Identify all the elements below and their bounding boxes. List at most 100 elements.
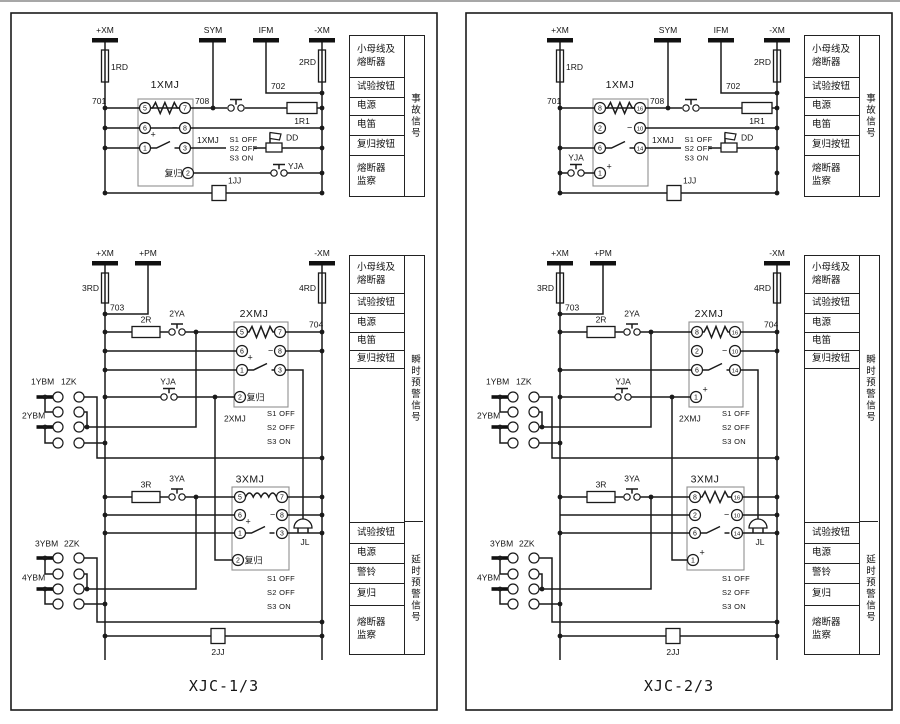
switch-s3: S3 ON [267,437,291,446]
junction-dots [42,90,325,639]
bar-label-4ybm: 4YBM [22,573,45,583]
terminal: 5 [238,495,242,502]
terminal: 8 [183,126,187,133]
bus-label-ifm: IFM [259,25,274,35]
legend-cell-test: 试验按钮 [350,294,404,314]
legend-text: 熔断器 [357,617,386,629]
fuse-label-4rd: 4RD [299,283,316,293]
legend-cell-power: 电源 [805,314,859,333]
legend-text: 熔断器 [812,617,841,629]
terminal: 6 [240,349,244,356]
relay-box-1xmj [592,98,649,187]
bus-label-plus-xm-2: +XM [96,248,114,258]
button-label-3ya: 3YA [624,474,640,484]
legend-cell-power: 电源 [350,98,404,116]
legend-text: 小母线及 [812,262,851,274]
resistor-label-1r1: 1R1 [749,116,765,126]
button-label-yja-2: YJA [160,377,176,387]
legend-cell-fusemon: 熔断器监察 [805,606,859,653]
legend-text: 熔断器 [357,163,386,175]
legend-strip-accident: 事故信号 [864,93,875,139]
relay-box-1xmj [137,98,194,187]
bus-label-sym: SYM [204,25,222,35]
terminal: 10 [734,513,740,519]
legend-cell-reset: 复归按钮 [350,351,404,369]
terminal: 1 [694,395,698,402]
switch-s1: S1 OFF [267,574,295,583]
terminal: 14 [637,146,644,152]
bus-bar-minus-xm [309,38,335,43]
resistor-label-2r: 2R [141,315,152,325]
legend-cell-empty [805,369,859,523]
switch-s3: S3 ON [722,602,746,611]
relay-box-3xmj [686,486,745,571]
bar-label-1ybm: 1YBM [31,377,54,387]
panel-border [10,12,438,711]
relay-title-1xmj: 1XMJ [606,79,635,91]
legend-text: 小母线及 [812,44,851,56]
terminal: 2 [238,395,242,402]
polarity-plus: + [246,517,251,527]
switch-s2: S2 OFF [685,144,713,153]
wire-702: 702 [726,81,740,91]
relay-sub-1xmj: 1XMJ [197,135,219,145]
bus-label-sym: SYM [659,25,677,35]
legend-cell-busfuse: 小母线及熔断器 [805,256,859,294]
legend-text: 复归 [812,588,832,600]
button-label-2ya: 2YA [169,309,185,319]
wire-702: 702 [271,81,285,91]
fuse-label-2rd: 2RD [754,57,771,67]
button-label-3ya: 3YA [169,474,185,484]
terminal: 2 [186,171,190,178]
horn-dd [720,131,738,153]
polarity-minus: − [722,346,727,356]
legend-text: 电源 [812,100,832,112]
switch-s2: S2 OFF [267,588,295,597]
polarity-plus: + [151,130,156,140]
bus-label-ifm: IFM [714,25,729,35]
terminal: 8 [598,106,602,113]
legend-text: 熔断器 [812,274,841,286]
bus-bar-ifm [708,38,734,43]
legend-text: 试验按钮 [812,81,851,93]
legend-text: 电笛 [812,119,832,131]
fuse-3rd [555,272,565,304]
legend-text: 电源 [812,547,832,559]
terminal: 1 [240,368,244,375]
relay-title-2xmj: 2XMJ [695,308,724,320]
legend-cell-power2: 电源 [350,544,404,564]
relay-coil-2jj [665,627,681,645]
switch-s3: S3 ON [722,437,746,446]
legend-cell-horn: 电笛 [805,116,859,136]
polarity-minus: − [268,346,273,356]
terminal: 14 [732,368,739,374]
terminal: 16 [637,106,643,112]
bus-label-plus-pm: +PM [139,248,157,258]
legend-text: 小母线及 [357,262,396,274]
legend-cell-horn: 电笛 [805,333,859,351]
switch-s3: S3 ON [267,602,291,611]
wire-703: 703 [110,303,124,313]
legend-text: 电源 [812,316,832,328]
terminal: 7 [278,330,282,337]
relay-coil-2jj [210,627,226,645]
bar-label-4ybm: 4YBM [477,573,500,583]
switch-s1: S1 OFF [722,409,750,418]
legend-text: 警铃 [357,567,377,579]
horn-label-dd: DD [741,133,753,143]
bus-bar-sym [654,38,681,43]
wire-701: 701 [92,96,106,106]
legend-text: 复归按钮 [357,139,396,151]
terminal: 2 [695,349,699,356]
horn-label-dd: DD [286,133,298,143]
fuse-4rd [772,272,782,304]
terminals-and-contacts [52,101,289,610]
switch-s2: S2 OFF [722,588,750,597]
legend-cell-test: 试验按钮 [350,78,404,98]
bus-bar-plus-xm [547,38,573,43]
relay-title-2xmj: 2XMJ [240,308,269,320]
legend-text: 试验按钮 [357,297,396,309]
legend-fault-left: 小母线及熔断器 试验按钮 电源 电笛 复归按钮 熔断器监察 事故信号 [349,35,425,197]
switch-s3: S3 ON [230,154,254,163]
